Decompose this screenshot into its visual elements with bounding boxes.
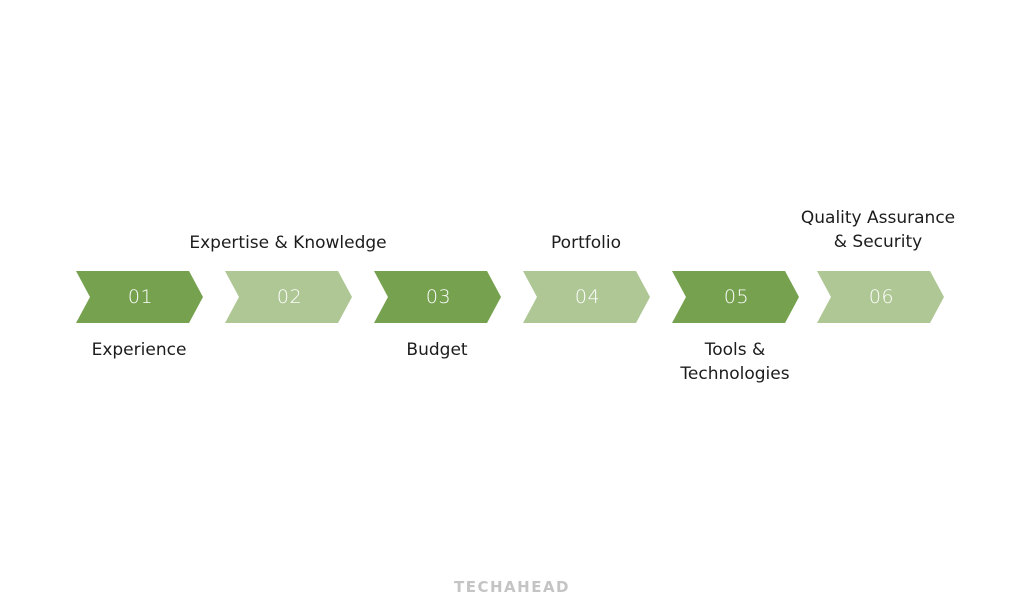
step-number: 05 <box>723 286 750 308</box>
step-label-02: Expertise & Knowledge <box>189 233 387 253</box>
step-chevron-03: 03 <box>374 271 501 323</box>
step-number: 03 <box>425 286 452 308</box>
step-chevron-05: 05 <box>672 271 799 323</box>
step-number: 06 <box>868 286 895 308</box>
step-number: 04 <box>574 286 601 308</box>
brand-watermark: TECHAHEAD <box>453 578 571 596</box>
step-label-06: Quality Assurance & Security <box>801 206 955 254</box>
step-number: 01 <box>127 286 154 308</box>
step-label-05-line1: Tools & <box>704 340 766 360</box>
step-chevron-02: 02 <box>225 271 352 323</box>
step-label-06-line2: & Security <box>833 232 923 252</box>
step-label-06-line1: Quality Assurance <box>800 208 956 228</box>
step-label-03: Budget <box>406 340 468 360</box>
step-chevron-06: 06 <box>817 271 944 323</box>
step-chevron-01: 01 <box>76 271 203 323</box>
step-number: 02 <box>276 286 303 308</box>
step-label-01: Experience <box>91 340 187 360</box>
step-label-05: Tools & Technologies <box>680 338 789 386</box>
step-chevron-04: 04 <box>523 271 650 323</box>
step-label-04: Portfolio <box>551 233 621 253</box>
step-label-05-line2: Technologies <box>680 364 790 384</box>
